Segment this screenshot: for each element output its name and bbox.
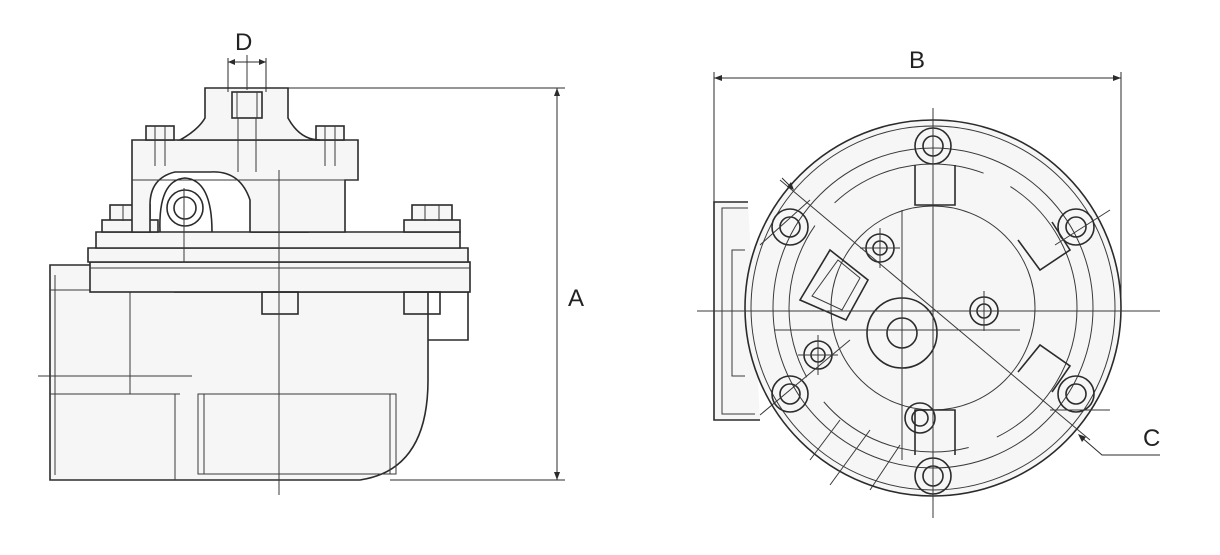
dimension-c <box>781 177 1160 456</box>
dimension-b <box>713 72 1122 310</box>
label-d: D <box>235 29 252 56</box>
label-b: B <box>909 47 925 74</box>
top-boss <box>176 87 321 141</box>
cover-bolt-right <box>315 125 345 166</box>
dimension-a <box>288 87 565 481</box>
top-view <box>697 72 1160 518</box>
solenoid-block <box>798 248 870 322</box>
cover-bolt-left <box>145 125 175 166</box>
valve-body <box>49 264 429 481</box>
main-flange <box>89 261 471 293</box>
label-a: A <box>568 285 584 312</box>
bolt-hole-upper-right <box>1057 208 1095 246</box>
pilot-housing <box>131 139 359 233</box>
small-port-1 <box>860 228 900 268</box>
bolt-hole-lower-right <box>1057 375 1095 413</box>
label-c: C <box>1143 425 1160 452</box>
outlet-port <box>197 393 397 475</box>
bolt-hole-lower-left <box>771 375 809 413</box>
side-view <box>38 55 565 495</box>
flange-bolt-right <box>403 204 461 233</box>
dimension-d <box>227 58 267 92</box>
